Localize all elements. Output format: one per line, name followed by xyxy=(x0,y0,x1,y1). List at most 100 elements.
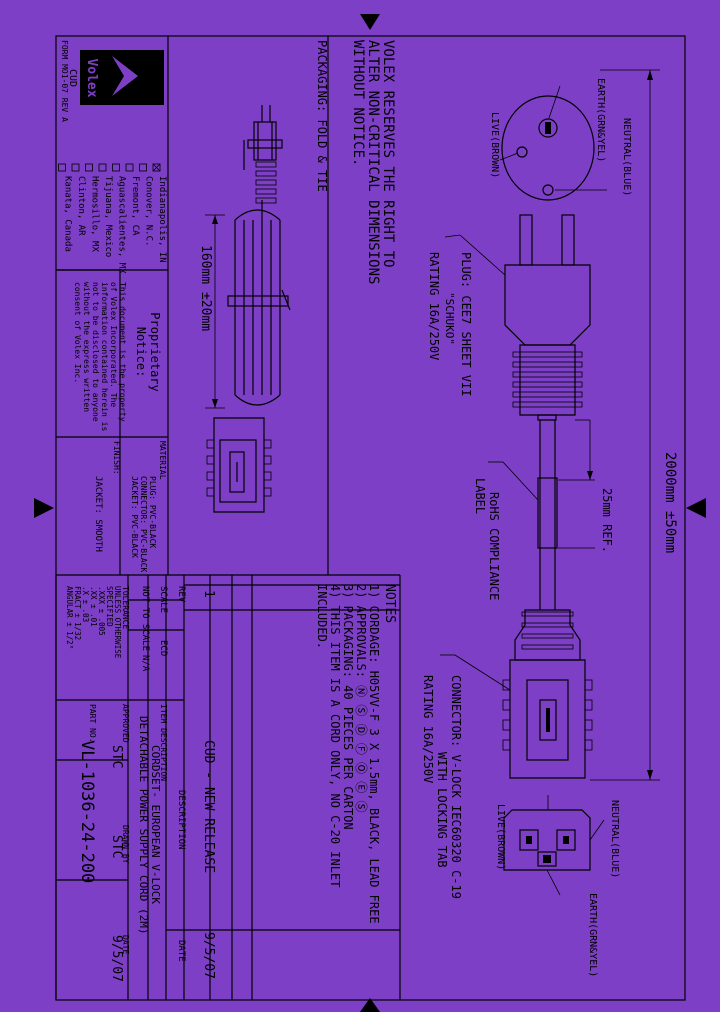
checkbox-check-icon xyxy=(152,163,161,172)
center-mark-left xyxy=(34,498,54,518)
cord-assembly-drawing: EARTH(GRN&YEL) LIVE(BROWN) NEUTRAL(BLUE)… xyxy=(421,69,678,977)
tolerance-line: .XX ± .01 xyxy=(89,586,98,627)
packaging-title: PACKAGING: FOLD & TIE xyxy=(315,40,329,192)
location-item: Fremont, CA xyxy=(130,176,140,236)
note-item: 3) PACKAGING: 40 PIECES PER CARTON xyxy=(341,584,355,830)
connector-rib xyxy=(502,679,511,691)
plug-rib xyxy=(512,351,583,358)
collar-rib xyxy=(521,633,574,639)
plug-rib xyxy=(255,179,277,186)
plug-label-3: RATING 16A/250V xyxy=(427,252,441,360)
note-item: 2) APPROVALS: Ⓝ Ⓢ Ⓓ Ⓕ Ⓞ Ⓔ Ⓢ xyxy=(354,584,368,813)
location-checkbox xyxy=(58,163,66,172)
label-offset-dimension: 25mm REF. xyxy=(600,488,614,553)
proprietary-line: consent of Volex Inc. xyxy=(73,282,82,383)
part-no-label: PART NO. xyxy=(88,704,97,743)
collar-rib xyxy=(521,622,574,628)
connector-rib xyxy=(206,487,215,497)
plug-live-label: LIVE(BROWN) xyxy=(489,112,500,178)
connector-label-2: WITH LOCKING TAB xyxy=(435,752,449,868)
logo-sub: CUD xyxy=(67,69,78,87)
proprietary-line: This document is the property xyxy=(118,282,127,422)
proprietary-line: information contained herein is xyxy=(100,282,109,431)
material-title: MATERIAL xyxy=(158,441,167,480)
connector-rib xyxy=(584,699,593,711)
tolerance-line: .XXX ± .005 xyxy=(97,586,106,636)
note-item: 4) THIS ITEM IS A CORD ONLY, NO C-20 INL… xyxy=(328,584,342,887)
item-description-line2: DETACHABLE POWER SUPPLY CORD (2M) xyxy=(137,716,150,935)
connector-label-3: RATING 16A/250V xyxy=(421,675,435,783)
connector-rib xyxy=(584,679,593,691)
plug-label-2: "SCHUKO" xyxy=(443,292,456,345)
connector-rib xyxy=(263,455,272,465)
tolerance-line: ANGULAR ± 1/2° xyxy=(65,586,74,649)
note-item: INCLUDED. xyxy=(315,584,329,649)
location-checkbox xyxy=(139,163,147,172)
plug-rib xyxy=(512,371,583,378)
plug-rib xyxy=(255,170,277,177)
tolerance-line: UNLESS OTHERWISE xyxy=(113,586,122,659)
connector-face: NEUTRAL(BLUE) LIVE(BROWN) EARTH(GRN&YEL) xyxy=(495,795,620,977)
location-item: Indianapolis, IN xyxy=(157,176,167,263)
scale-label: SCALE xyxy=(158,586,168,613)
proprietary-line: of Volex Incorporated. The xyxy=(109,282,118,407)
connector-label-1: CONNECTOR: V-LOCK IEC60320 C-19 xyxy=(449,675,463,899)
finish-title: FINISH: xyxy=(112,441,121,475)
ecd-header: ECD xyxy=(158,640,168,656)
plug-rib xyxy=(255,197,277,204)
tolerance-line: FRACT ± 1/32 xyxy=(73,586,82,640)
drawn-by-label: DRAWN BY xyxy=(121,825,130,864)
material-plug: PLUG: PVC-BLACK xyxy=(148,476,157,548)
volex-logo: Volex CUD xyxy=(67,50,164,105)
scale-value: NOT TO SCALE xyxy=(140,586,150,651)
connector-rib xyxy=(584,739,593,751)
date-label: DATE xyxy=(121,935,130,954)
proprietary-line: without the express written xyxy=(82,282,91,412)
location-item: Tijuana, Mexico xyxy=(103,176,113,257)
overall-length-dimension: 2000mm ±50mm xyxy=(662,452,678,553)
plug-rib xyxy=(255,188,277,195)
proprietary-title: Proprietary xyxy=(148,312,162,391)
rohs-label-2: LABEL xyxy=(473,478,487,514)
notes-title: NOTES xyxy=(382,584,397,623)
connector-rib xyxy=(502,699,511,711)
location-checkbox xyxy=(71,163,80,172)
material-connector: CONNECTOR: PVC-BLACK xyxy=(139,476,148,573)
center-mark-top xyxy=(360,14,380,30)
description-header: DESCRIPTION xyxy=(176,790,186,850)
connector-rib xyxy=(206,439,215,449)
finish-jacket: JACKET: SMOOTH xyxy=(93,476,103,552)
location-item: Conover, N.C. xyxy=(144,176,154,246)
note-item: 1) CORDAGE: H05VV-F 3 X 1.5mm, BLACK, LE… xyxy=(367,584,381,924)
location-checkbox xyxy=(125,163,134,172)
location-checkbox xyxy=(112,163,120,172)
connector-rib xyxy=(263,439,272,449)
connector-rib xyxy=(502,719,511,731)
connector-live-label: LIVE(BROWN) xyxy=(495,804,506,870)
collar-rib xyxy=(521,611,574,617)
connector-rib xyxy=(584,719,593,731)
plug-face: EARTH(GRN&YEL) LIVE(BROWN) NEUTRAL(BLUE) xyxy=(489,78,632,201)
plug-rib xyxy=(512,401,583,408)
part-number: VL-1036-24-200 xyxy=(77,740,97,883)
tolerance-line: SPECIFIED xyxy=(105,586,114,627)
rev-header: REV xyxy=(176,586,186,603)
material-block: MATERIAL PLUG: PVC-BLACK CONNECTOR: PVC-… xyxy=(93,441,167,573)
connector-rib xyxy=(263,487,272,497)
schuko-plug: PLUG: CEE7 SHEET VII "SCHUKO" RATING 16A… xyxy=(427,214,591,421)
connector-rib xyxy=(263,471,272,481)
location-item: Clinton, AR xyxy=(76,176,86,236)
connector-rib xyxy=(206,471,215,481)
rev-description: CUD - NEW RELEASE xyxy=(201,740,216,873)
plug-rib xyxy=(255,161,277,168)
center-mark-right xyxy=(686,498,706,518)
approved-value: STC xyxy=(109,745,124,768)
item-description-label: ITEM DESCRIPTION xyxy=(159,704,168,781)
title-block: REV ECD DESCRIPTION DATE 1 CUD - NEW REL… xyxy=(55,575,400,1000)
fold-length-dimension: 160mm ±20mm xyxy=(198,245,213,331)
notice-line: VOLEX RESERVES THE RIGHT TO xyxy=(380,40,396,268)
plug-rib xyxy=(512,381,583,388)
tolerance-line: .X ± .03 xyxy=(81,586,90,622)
item-description-line1: CORDSET- EUROPEAN V-LOCK xyxy=(149,745,162,904)
